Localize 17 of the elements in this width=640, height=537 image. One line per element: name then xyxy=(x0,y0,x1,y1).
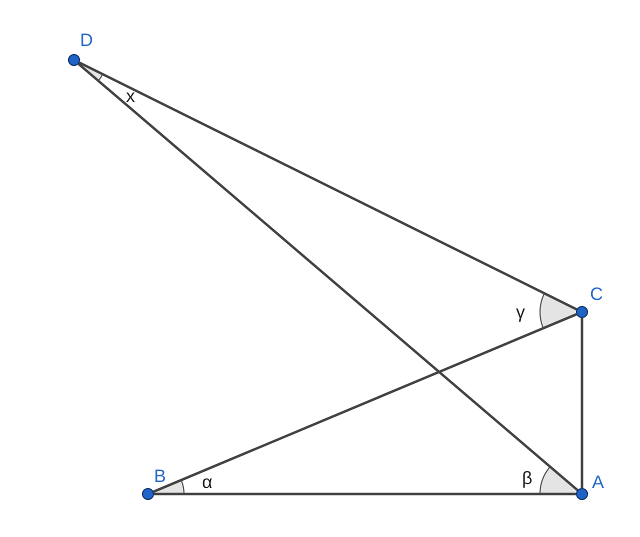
line-segment xyxy=(78,62,578,310)
angle-label: α xyxy=(202,472,212,493)
line-segment xyxy=(154,492,576,496)
point-label: D xyxy=(80,30,93,51)
angle-label: x xyxy=(126,86,135,107)
line-segment xyxy=(153,313,577,493)
point-marker xyxy=(576,488,588,500)
point-label: B xyxy=(154,466,166,487)
point-marker xyxy=(142,488,154,500)
point-label: C xyxy=(590,284,603,305)
point-marker xyxy=(68,54,80,66)
line-segment xyxy=(580,318,584,488)
point-marker xyxy=(576,306,588,318)
angle-label: β xyxy=(522,468,532,489)
point-label: A xyxy=(592,472,604,493)
line-segment xyxy=(78,62,578,492)
angle-label: γ xyxy=(516,302,525,323)
